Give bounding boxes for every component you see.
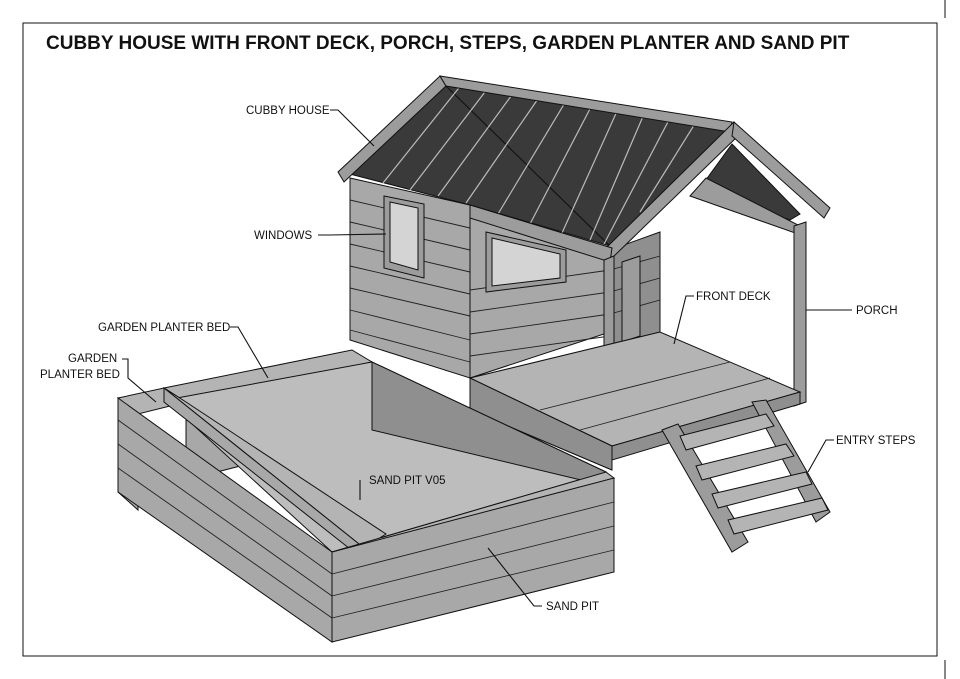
sandpit-left-boards	[117, 419, 333, 619]
label-sand-pit-v05: SAND PIT V05	[369, 475, 446, 487]
drawing-title: CUBBY HOUSE WITH FRONT DECK, PORCH, STEP…	[46, 33, 850, 54]
label-garden-line2: PLANTER BED	[40, 369, 120, 381]
label-garden-planter-bed: GARDEN PLANTER BED	[98, 322, 230, 334]
label-cubby-house: CUBBY HOUSE	[246, 105, 330, 117]
callout-lines	[122, 109, 852, 607]
deck-boards	[539, 361, 771, 431]
cubby-door	[621, 255, 641, 343]
label-porch: PORCH	[856, 305, 898, 317]
gable-board-front-right	[731, 121, 831, 219]
label-front-deck: FRONT DECK	[696, 291, 771, 303]
cubby-illustration	[116, 75, 831, 643]
entry-steps	[661, 399, 831, 553]
porch-post-right	[793, 221, 807, 407]
deck-edge-side	[469, 377, 613, 471]
label-garden-line1: GARDEN	[68, 353, 117, 365]
roof-corrugations	[382, 83, 697, 245]
label-windows: WINDOWS	[254, 230, 312, 242]
sheet-border	[22, 22, 938, 657]
sandpit-front-boards	[331, 501, 615, 619]
label-sand-pit: SAND PIT	[546, 601, 599, 613]
label-entry-steps: ENTRY STEPS	[836, 435, 916, 447]
